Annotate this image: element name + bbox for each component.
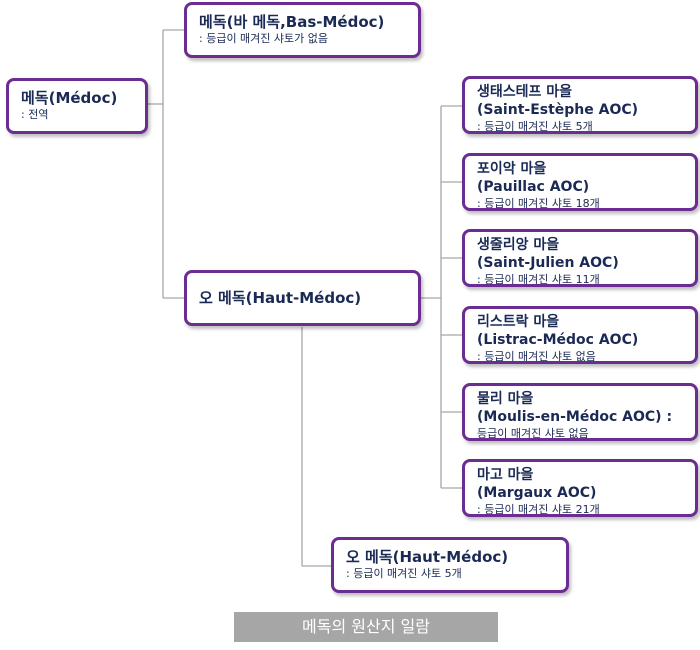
node-village-pauillac: 포이악 마을 (Pauillac AOC) : 등급이 매겨진 샤토 18개 [462,153,698,211]
node-haut-medoc-aoc-title: 오 메독(Haut-Médoc) [346,548,509,566]
village-name: 물리 마을 [477,391,534,407]
node-medoc-title: 메독(Médoc) [21,89,118,107]
village-name: 생줄리앙 마을 [477,237,560,253]
village-name: 리스트락 마을 [477,314,560,330]
village-aoc: (Pauillac AOC) [477,179,590,195]
node-haut-medoc-aoc: 오 메독(Haut-Médoc) : 등급이 매겨진 샤토 5개 [331,537,569,593]
figure-caption: 메독의 원산지 일람 [234,612,498,642]
node-bas-medoc: 메독(바 메독,Bas-Médoc) : 등급이 매겨진 샤토가 없음 [184,2,421,58]
node-bas-medoc-desc: : 등급이 매겨진 샤토가 없음 [199,32,329,45]
node-haut-medoc: 오 메독(Haut-Médoc) [184,270,421,326]
village-desc: 등급이 매겨진 샤토 없음 [477,427,589,440]
node-haut-medoc-title: 오 메독(Haut-Médoc) [199,289,362,307]
village-desc: : 등급이 매겨진 샤토 5개 [477,120,593,133]
node-village-saint-julien: 생줄리앙 마을 (Saint-Julien AOC) : 등급이 매겨진 샤토 … [462,229,698,287]
village-name: 생태스테프 마을 [477,84,573,100]
node-village-moulis: 물리 마을 (Moulis-en-Médoc AOC) : 등급이 매겨진 샤토… [462,383,698,441]
village-name: 포이악 마을 [477,161,547,177]
village-aoc: (Saint-Estèphe AOC) [477,102,639,118]
node-village-margaux: 마고 마을 (Margaux AOC) : 등급이 매겨진 샤토 21개 [462,459,698,517]
village-desc: : 등급이 매겨진 샤토 없음 [477,350,596,363]
village-desc: : 등급이 매겨진 샤토 21개 [477,503,600,516]
village-aoc: (Moulis-en-Médoc AOC) : [477,409,673,425]
village-desc: : 등급이 매겨진 샤토 18개 [477,197,600,210]
village-name: 마고 마을 [477,467,534,483]
node-bas-medoc-title: 메독(바 메독,Bas-Médoc) [199,13,385,31]
village-desc: : 등급이 매겨진 샤토 11개 [477,273,600,286]
node-haut-medoc-aoc-desc: : 등급이 매겨진 샤토 5개 [346,567,462,580]
node-medoc-desc: : 전역 [21,108,49,121]
node-village-listrac: 리스트락 마을 (Listrac-Médoc AOC) : 등급이 매겨진 샤토… [462,306,698,364]
node-medoc: 메독(Médoc) : 전역 [6,78,148,134]
node-village-saint-estephe: 생태스테프 마을 (Saint-Estèphe AOC) : 등급이 매겨진 샤… [462,76,698,134]
village-aoc: (Listrac-Médoc AOC) [477,332,639,348]
village-aoc: (Saint-Julien AOC) [477,255,619,271]
village-aoc: (Margaux AOC) [477,485,597,501]
